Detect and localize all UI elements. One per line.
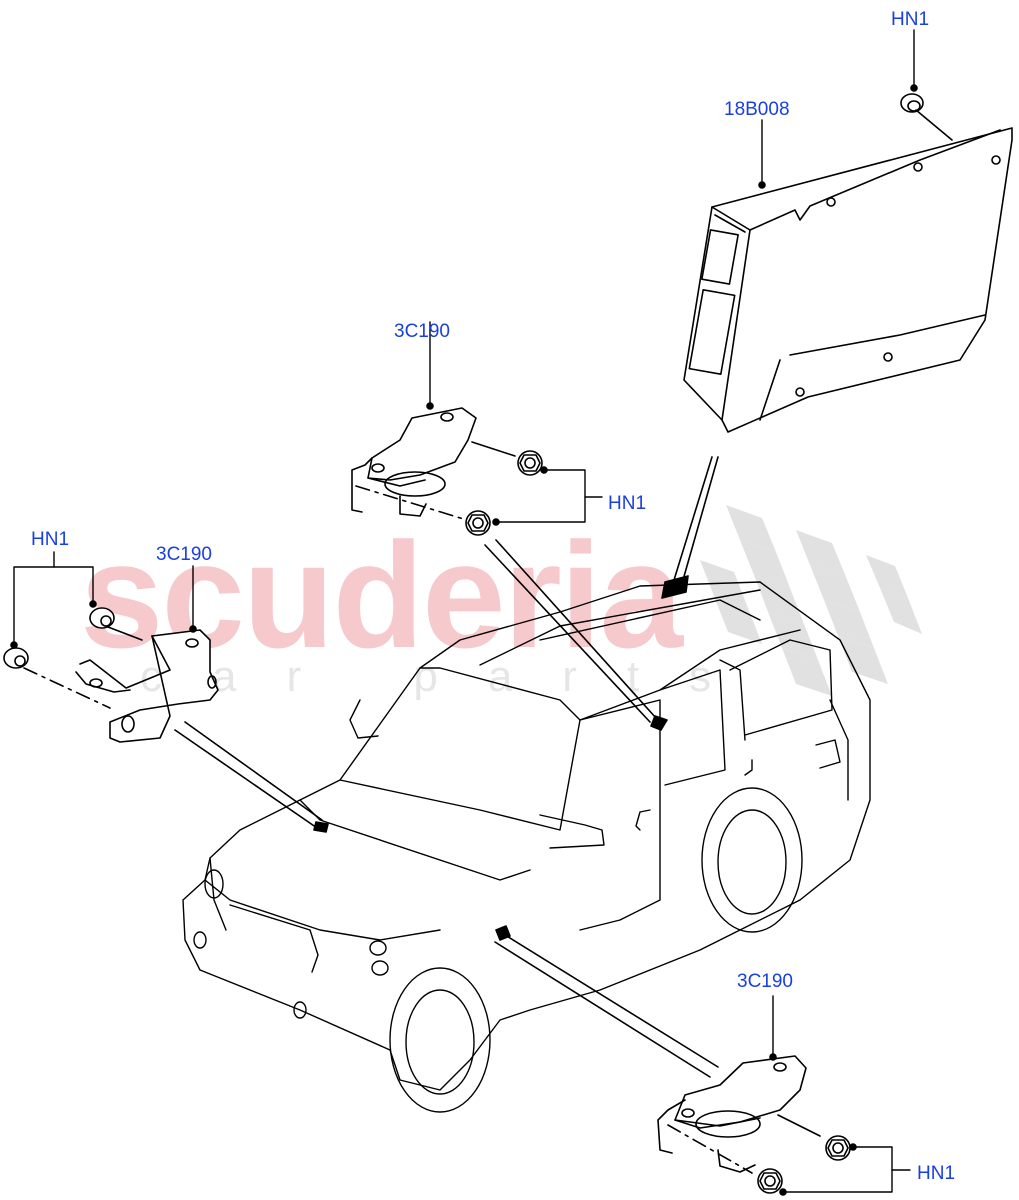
sensor-upper — [351, 321, 603, 536]
callout-3C190-upper[interactable]: 3C190 — [394, 321, 450, 342]
callout-18B008[interactable]: 18B008 — [724, 99, 790, 120]
callout-3C190-left[interactable]: 3C190 — [156, 544, 212, 565]
sensor-left — [3, 551, 219, 743]
callout-3C190-lower[interactable]: 3C190 — [737, 971, 793, 992]
watermark-tagline: car parts — [140, 652, 762, 701]
vehicle-outline — [182, 581, 871, 1113]
callout-hn1-upper[interactable]: HN1 — [608, 493, 647, 514]
callout-hn1-ecu[interactable]: HN1 — [891, 9, 930, 30]
sensor-lower — [657, 995, 911, 1196]
callout-hn1-left[interactable]: HN1 — [31, 529, 70, 550]
callout-hn1-lower[interactable]: HN1 — [917, 1163, 956, 1184]
ecu-module-18B008 — [683, 29, 1013, 433]
